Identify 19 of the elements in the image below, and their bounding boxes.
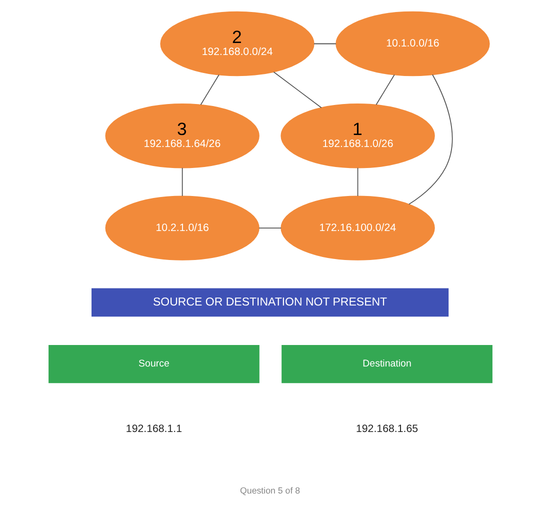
connector xyxy=(356,167,358,196)
label: Destination xyxy=(362,358,411,370)
connector xyxy=(200,74,219,106)
connector xyxy=(408,74,452,205)
node-ellipse: 172.16.100.0/24 xyxy=(280,196,434,260)
node-ellipse: 2 192.168.0.0/24 xyxy=(160,11,314,76)
connector xyxy=(272,72,322,108)
node-ellipse: 10.2.1.0/16 xyxy=(104,196,259,260)
connector xyxy=(313,43,336,44)
node-ellipse: 10.1.0.0/16 xyxy=(335,11,490,76)
label: 192.168.1.1 xyxy=(125,422,182,435)
label: 192.168.1.65 xyxy=(355,422,418,435)
label: SOURCE OR DESTINATION NOT PRESENT xyxy=(152,296,387,308)
label: Source xyxy=(138,358,169,370)
label: Question 5 of 8 xyxy=(240,485,300,496)
node-ellipse: 3 192.168.1.64/26 xyxy=(104,104,259,168)
connector xyxy=(181,167,182,196)
node-ellipse: 1 192.168.1.0/26 xyxy=(280,104,434,168)
connector xyxy=(375,74,394,106)
